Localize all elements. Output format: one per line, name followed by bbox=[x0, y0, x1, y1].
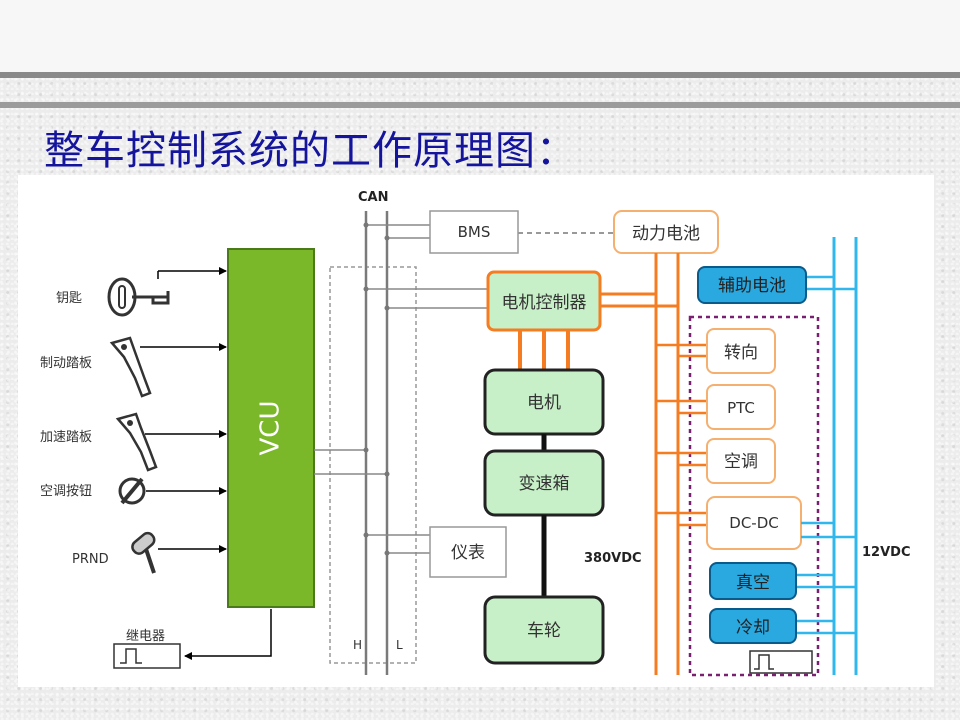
steering-box bbox=[706, 328, 776, 374]
loads-enclosure bbox=[688, 315, 820, 677]
gearbox-label: 变速箱 bbox=[519, 474, 570, 494]
lv-voltage-label: 12VDC bbox=[862, 545, 910, 560]
wheel-box bbox=[483, 595, 605, 665]
brake-pedal-label: 制动踏板 bbox=[40, 356, 92, 371]
can-junction-dot bbox=[363, 447, 369, 453]
steering-label: 转向 bbox=[724, 343, 758, 363]
vcu-relay-line bbox=[184, 609, 272, 660]
can-low-label: L bbox=[396, 638, 403, 652]
ptc-label: PTC bbox=[727, 399, 755, 417]
system-diagram: 钥匙 制动踏板 加速踏板 空调按钮 PRND 继电器 VCU bbox=[40, 190, 910, 677]
accel-pedal-label: 加速踏板 bbox=[40, 430, 92, 445]
vacuum-label: 真空 bbox=[736, 573, 770, 593]
motor-controller-label: 电机控制器 bbox=[502, 293, 587, 313]
brake-pedal-icon bbox=[109, 336, 152, 398]
key-icon bbox=[107, 277, 170, 317]
vcu-label: VCU bbox=[256, 401, 286, 456]
battery-box bbox=[613, 210, 719, 254]
cooling-box bbox=[709, 608, 797, 644]
vacuum-box bbox=[709, 562, 797, 600]
motor-label: 电机 bbox=[527, 393, 561, 413]
aux-battery-label: 辅助电池 bbox=[718, 276, 786, 296]
ac-button-label: 空调按钮 bbox=[40, 484, 92, 499]
ac-box bbox=[706, 438, 776, 484]
ac-button-icon bbox=[118, 477, 146, 505]
can-junction-dot bbox=[363, 532, 369, 538]
accel-pedal-icon bbox=[115, 412, 158, 472]
header-rule-light bbox=[0, 102, 960, 108]
vcu-block bbox=[227, 248, 315, 608]
header-rule-dark bbox=[0, 72, 960, 78]
prnd-label: PRND bbox=[72, 552, 109, 567]
hv-voltage-label: 380VDC bbox=[584, 551, 642, 566]
instrument-box bbox=[429, 526, 507, 578]
can-junction-dot bbox=[384, 550, 390, 556]
switch-symbol-icon bbox=[749, 650, 813, 674]
bms-label: BMS bbox=[458, 223, 491, 241]
aux-battery-box bbox=[697, 266, 807, 304]
can-label: CAN bbox=[358, 190, 388, 205]
key-label: 钥匙 bbox=[56, 291, 82, 306]
cooling-label: 冷却 bbox=[736, 618, 770, 638]
instrument-label: 仪表 bbox=[451, 543, 485, 563]
can-junction-dot bbox=[384, 471, 390, 477]
diagram-panel: 钥匙 制动踏板 加速踏板 空调按钮 PRND 继电器 VCU bbox=[18, 175, 934, 687]
dcdc-label: DC-DC bbox=[729, 514, 778, 532]
can-junction-dot bbox=[384, 305, 390, 311]
battery-label: 动力电池 bbox=[632, 224, 700, 244]
page-title: 整车控制系统的工作原理图： bbox=[44, 128, 577, 174]
ac-label: 空调 bbox=[724, 452, 758, 472]
top-band bbox=[0, 0, 960, 72]
can-junction-dot bbox=[363, 286, 369, 292]
relay-label: 继电器 bbox=[126, 629, 165, 644]
can-junction-dot bbox=[363, 222, 369, 228]
can-bus-frame bbox=[329, 266, 417, 664]
bms-box bbox=[429, 210, 519, 254]
wheel-label: 车轮 bbox=[527, 621, 561, 641]
can-junction-dot bbox=[384, 235, 390, 241]
relay-icon bbox=[113, 643, 181, 669]
gear-lever-icon bbox=[131, 531, 156, 574]
ptc-box bbox=[706, 384, 776, 430]
can-high-label: H bbox=[353, 638, 362, 652]
